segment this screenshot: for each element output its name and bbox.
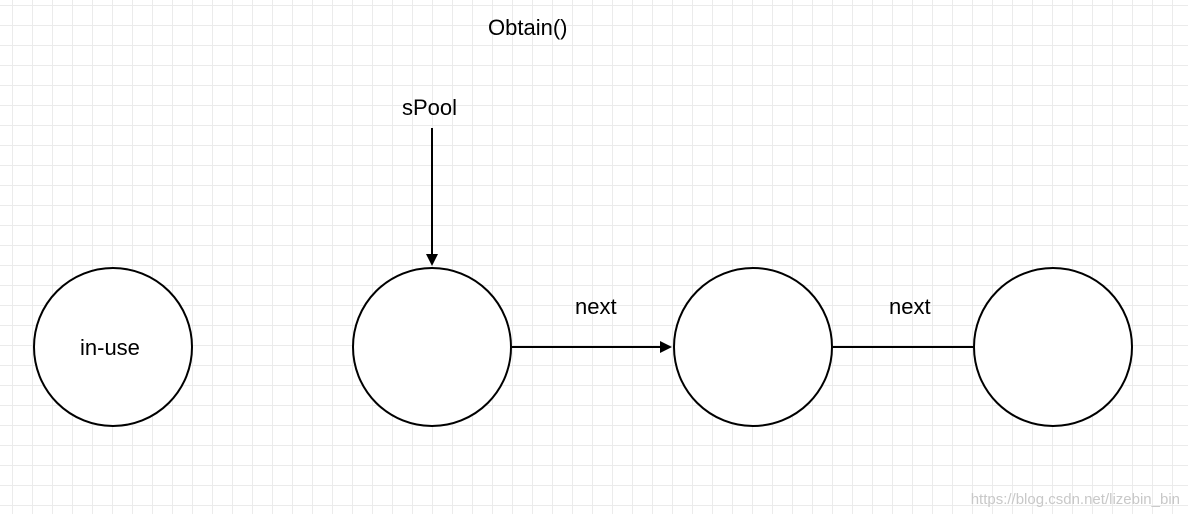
- spool-label: sPool: [402, 95, 458, 120]
- diagram-title: Obtain(): [488, 15, 568, 40]
- in-use-node: [33, 267, 193, 427]
- pool-node-1: [352, 267, 512, 427]
- in-use-label: in-use: [80, 335, 140, 360]
- pool-node-3: [973, 267, 1133, 427]
- pool-node-2: [673, 267, 833, 427]
- next-label-1: next: [575, 294, 617, 319]
- watermark-text: https://blog.csdn.net/lizebin_bin: [970, 491, 1180, 508]
- next-label-2: next: [889, 294, 931, 319]
